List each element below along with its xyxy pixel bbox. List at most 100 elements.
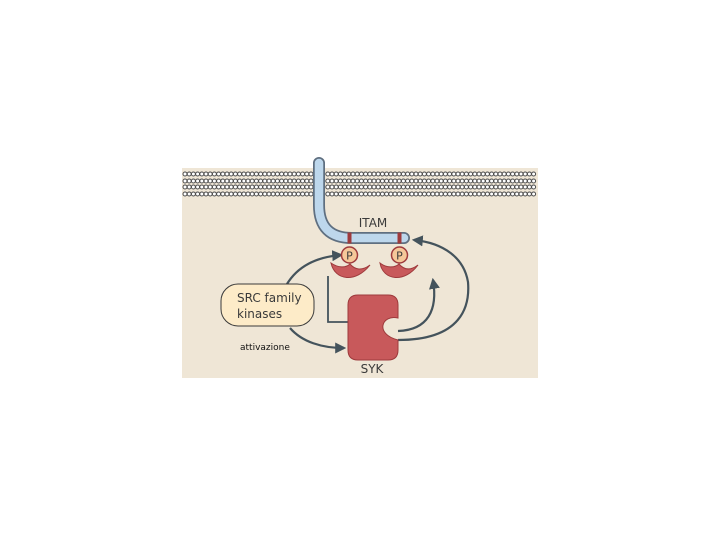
lipid-head	[531, 191, 537, 197]
lipid-head	[270, 171, 276, 177]
lipid-head	[526, 171, 532, 177]
lipid-head	[279, 178, 285, 184]
lipid-head	[211, 171, 217, 177]
lipid-head	[514, 184, 520, 190]
lipid-head	[463, 191, 469, 197]
lipid-head	[409, 191, 415, 197]
lipid-head	[396, 184, 402, 190]
lipid-head	[241, 184, 247, 190]
lipid-head	[283, 191, 289, 197]
lipid-head	[384, 171, 390, 177]
lipid-head	[484, 171, 490, 177]
lipid-head	[245, 171, 251, 177]
lipid-head	[468, 184, 474, 190]
lipid-head	[216, 191, 222, 197]
lipid-head	[518, 184, 524, 190]
lipid-head	[199, 171, 205, 177]
lipid-head	[300, 171, 306, 177]
lipid-head	[510, 184, 516, 190]
lipid-head	[405, 191, 411, 197]
lipid-head	[480, 191, 486, 197]
lipid-head	[358, 178, 364, 184]
lipid-head	[287, 184, 293, 190]
lipid-head	[493, 191, 499, 197]
lipid-head	[451, 171, 457, 177]
lipid-head	[434, 178, 440, 184]
lipid-head	[426, 191, 432, 197]
lipid-head	[442, 178, 448, 184]
lipid-head	[203, 191, 209, 197]
lipid-head	[211, 191, 217, 197]
lipid-head	[295, 171, 301, 177]
lipid-head	[186, 178, 192, 184]
lipid-head	[371, 184, 377, 190]
lipid-head	[367, 171, 373, 177]
lipid-head	[270, 191, 276, 197]
lipid-head	[480, 171, 486, 177]
lipid-head	[510, 191, 516, 197]
lipid-head	[388, 184, 394, 190]
lipid-head	[472, 191, 478, 197]
lipid-head	[249, 178, 255, 184]
svg-text:kinases: kinases	[237, 307, 282, 321]
lipid-head	[518, 171, 524, 177]
lipid-head	[476, 184, 482, 190]
lipid-head	[480, 184, 486, 190]
lipid-head	[190, 171, 196, 177]
lipid-head	[367, 191, 373, 197]
lipid-head	[379, 191, 385, 197]
lipid-head	[342, 191, 348, 197]
lipid-head	[375, 191, 381, 197]
lipid-head	[346, 178, 352, 184]
lipid-head	[451, 191, 457, 197]
lipid-head	[442, 184, 448, 190]
lipid-head	[375, 184, 381, 190]
lipid-head	[249, 184, 255, 190]
lipid-head	[388, 171, 394, 177]
lipid-head	[224, 171, 230, 177]
lipid-head	[237, 184, 243, 190]
lipid-head	[421, 178, 427, 184]
lipid-head	[245, 184, 251, 190]
lipid-head	[484, 191, 490, 197]
lipid-head	[400, 178, 406, 184]
lipid-head	[375, 171, 381, 177]
lipid-head	[400, 171, 406, 177]
lipid-head	[295, 184, 301, 190]
itam-label: ITAM	[359, 216, 388, 230]
lipid-head	[207, 171, 213, 177]
lipid-head	[350, 184, 356, 190]
lipid-head	[241, 191, 247, 197]
lipid-head	[396, 191, 402, 197]
lipid-head	[367, 178, 373, 184]
lipid-head	[501, 171, 507, 177]
lipid-head	[325, 191, 331, 197]
activation-arrows	[286, 235, 470, 354]
lipid-head	[258, 171, 264, 177]
lipid-head	[426, 184, 432, 190]
lipid-head	[371, 171, 377, 177]
lipid-head	[228, 184, 234, 190]
lipid-head	[489, 191, 495, 197]
lipid-head	[216, 171, 222, 177]
lipid-head	[354, 184, 360, 190]
syk-label: SYK	[361, 362, 385, 376]
lipid-head	[186, 184, 192, 190]
lipid-head	[350, 171, 356, 177]
lipid-head	[463, 178, 469, 184]
lipid-head	[291, 171, 297, 177]
lipid-head	[329, 171, 335, 177]
lipid-head	[329, 191, 335, 197]
lipid-head	[409, 184, 415, 190]
lipid-head	[417, 184, 423, 190]
lipid-head	[300, 184, 306, 190]
lipid-head	[409, 178, 415, 184]
lipid-head	[186, 171, 192, 177]
lipid-head	[232, 184, 238, 190]
svg-text:P: P	[346, 250, 353, 263]
lipid-head	[224, 184, 230, 190]
lipid-head	[363, 171, 369, 177]
lipid-head	[455, 171, 461, 177]
lipid-head	[199, 191, 205, 197]
